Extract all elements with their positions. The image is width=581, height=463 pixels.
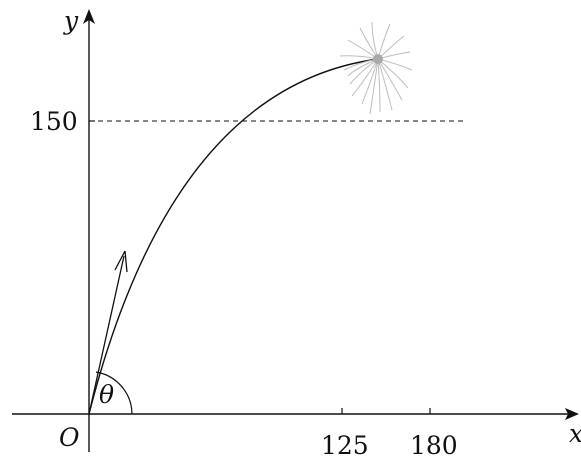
velocity-arrow-shaft (88, 255, 125, 415)
angle-label: θ (99, 380, 114, 409)
x-tick-label-125: 125 (321, 431, 369, 460)
y-tick-label-150: 150 (30, 107, 78, 136)
origin-label: O (59, 423, 80, 452)
trajectory-curve (88, 58, 379, 415)
x-axis-arrow-icon (565, 408, 579, 420)
y-axis-arrow-icon (83, 9, 95, 24)
x-tick-label-180: 180 (410, 431, 458, 460)
x-axis-label: x (569, 419, 581, 448)
velocity-arrow-head-icon (114, 250, 128, 273)
angle-arc (95, 371, 133, 415)
y-axis-label: y (63, 6, 79, 35)
firework-burst-icon (339, 21, 413, 115)
firework-center (373, 54, 383, 64)
